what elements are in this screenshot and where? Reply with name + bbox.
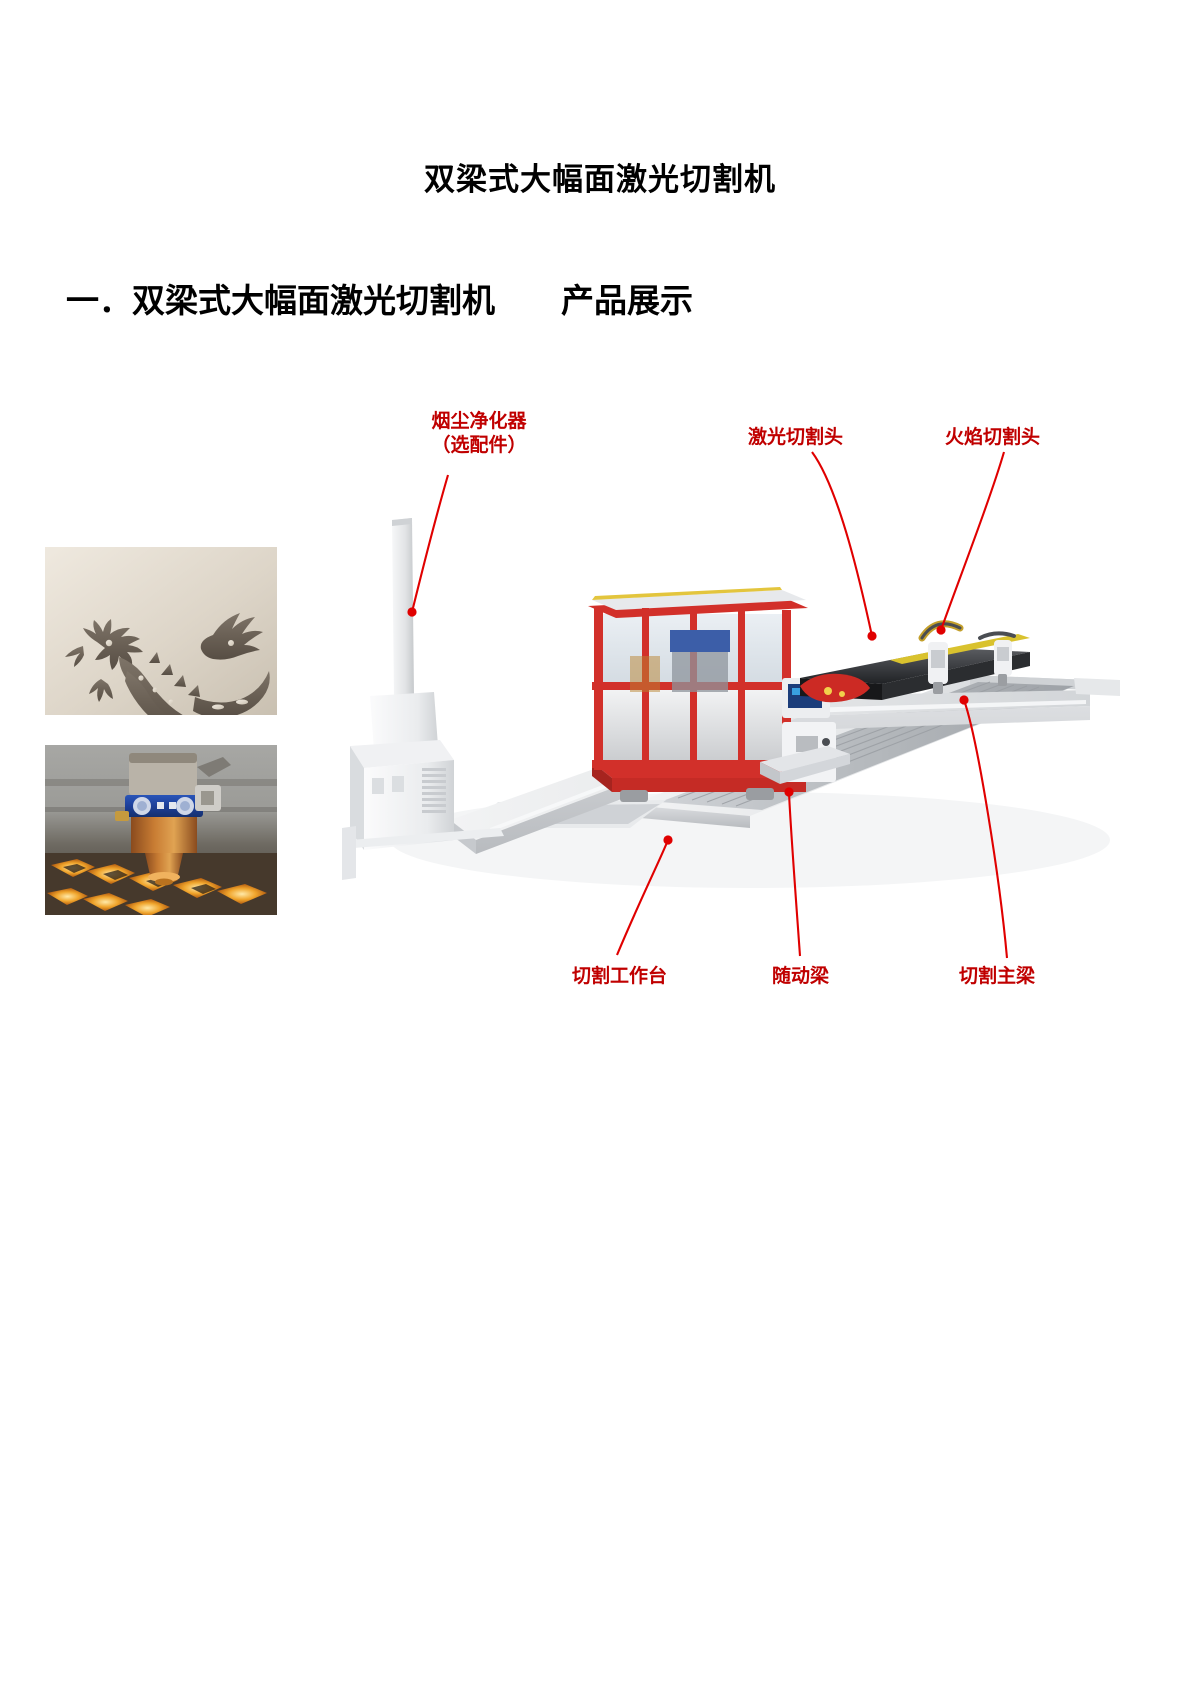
product-figure: 烟尘净化器 （选配件） 激光切割头 火焰切割头 切割工作台 随动梁 切割主梁 xyxy=(0,380,1200,1060)
photo-dragon-cutout xyxy=(45,547,277,715)
annotation-main-beam: 切割主梁 xyxy=(959,966,1036,987)
annotation-laser-cutting-head: 激光切割头 xyxy=(748,427,844,448)
photo-laser-cutting-head xyxy=(45,745,277,915)
section-heading: 一．双梁式大幅面激光切割机 产品展示 xyxy=(66,284,693,320)
annotation-cutting-table: 切割工作台 xyxy=(572,966,668,987)
machine-3d-render xyxy=(330,510,1120,940)
annotation-flame-cutting-head: 火焰切割头 xyxy=(945,427,1041,448)
annotation-dust-purifier: 烟尘净化器 （选配件） xyxy=(431,411,527,457)
annotation-follower-beam: 随动梁 xyxy=(772,966,830,987)
page-title: 双梁式大幅面激光切割机 xyxy=(424,162,776,197)
